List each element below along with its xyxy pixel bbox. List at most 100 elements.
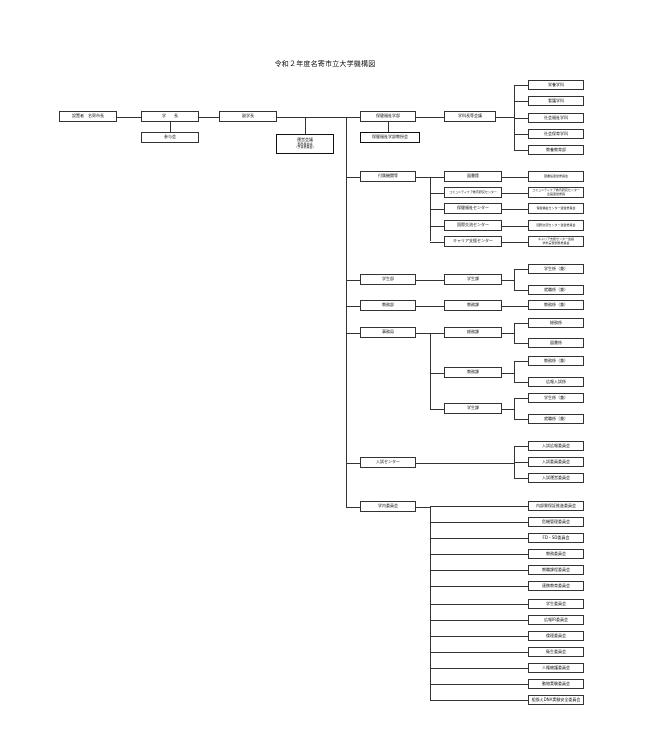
connector-line-18 bbox=[430, 176, 444, 178]
org-node-shakaifukushi: 社会福祉学科 bbox=[528, 113, 584, 123]
org-node-tosho_kakari: 図書係 bbox=[528, 338, 584, 348]
connector-line-56 bbox=[416, 462, 514, 464]
org-node-jimukyoku: 事務局 bbox=[360, 327, 416, 338]
org-node-somuka: 総務課 bbox=[444, 327, 502, 338]
connector-line-4 bbox=[305, 116, 306, 134]
org-node-community: コミュニティケア教育研究センター bbox=[444, 187, 502, 198]
connector-line-62 bbox=[416, 506, 430, 508]
connector-line-53 bbox=[514, 398, 528, 399]
connector-line-59 bbox=[514, 462, 528, 463]
connector-line-38 bbox=[416, 332, 430, 334]
org-node-c5: 教職課程委員会 bbox=[528, 565, 584, 575]
chart-title: 令和２年度名寄市立大学機構図 bbox=[274, 60, 376, 68]
org-node-kyomu_kakari: 教務係（兼） bbox=[528, 300, 584, 310]
connector-line-25 bbox=[502, 225, 528, 227]
connector-line-63 bbox=[430, 506, 431, 700]
connector-line-36 bbox=[502, 305, 528, 307]
org-node-c3: FD・SD委員会 bbox=[528, 533, 584, 543]
org-node-kango: 看護学科 bbox=[528, 96, 584, 106]
org-node-kokusai: 国際交流センター bbox=[444, 220, 502, 231]
org-node-kyoyo: 教養教育部 bbox=[528, 145, 584, 155]
org-node-uneikaigi: 運営会議部局長会議 （予算委員会） bbox=[276, 134, 334, 154]
connector-line-37 bbox=[346, 332, 360, 334]
org-node-c9: 倫理委員会 bbox=[528, 631, 584, 641]
org-node-community_iinkai: コミュニティケア教育研究センター企画運営委員 bbox=[528, 187, 584, 198]
org-node-fukugakucho: 副学長 bbox=[219, 111, 277, 122]
connector-line-71 bbox=[430, 620, 528, 621]
org-node-c12: 動物実験委員会 bbox=[528, 679, 584, 689]
org-node-shushoku2: 就職係（兼） bbox=[528, 414, 584, 424]
connector-line-35 bbox=[416, 305, 444, 307]
connector-line-2 bbox=[170, 122, 171, 132]
connector-line-20 bbox=[430, 192, 444, 194]
org-node-c6: 連携教育委員会 bbox=[528, 581, 584, 591]
org-node-kyomuka: 教務課 bbox=[444, 300, 502, 311]
connector-line-21 bbox=[502, 192, 528, 194]
connector-line-74 bbox=[430, 668, 528, 669]
org-node-fuzoku: 付属機関等 bbox=[360, 171, 416, 182]
org-node-nyushi2: 入試委員委員会 bbox=[528, 457, 584, 467]
connector-line-27 bbox=[502, 241, 528, 243]
connector-line-14 bbox=[514, 150, 528, 151]
connector-line-50 bbox=[514, 382, 528, 383]
org-node-setsuritsusha: 設置者 名寄市長 bbox=[59, 111, 117, 122]
connector-line-40 bbox=[430, 332, 444, 334]
connector-line-75 bbox=[430, 684, 528, 685]
connector-line-51 bbox=[514, 398, 515, 419]
org-node-gakuseika: 学生課 bbox=[444, 274, 502, 285]
connector-line-11 bbox=[514, 101, 528, 102]
connector-line-13 bbox=[514, 134, 528, 135]
connector-line-48 bbox=[502, 372, 514, 374]
connector-line-33 bbox=[514, 290, 528, 291]
connector-line-7 bbox=[388, 122, 389, 132]
connector-line-42 bbox=[430, 408, 444, 410]
org-node-somu_kakari: 総務係 bbox=[528, 318, 584, 328]
connector-line-8 bbox=[514, 85, 515, 150]
org-node-career: キャリア支援センター bbox=[444, 236, 502, 247]
connector-line-60 bbox=[514, 478, 528, 479]
org-node-c1: 内部質保証推進委員会 bbox=[528, 501, 584, 511]
connector-line-43 bbox=[514, 323, 515, 343]
org-node-c8: 広報IR委員会 bbox=[528, 615, 584, 625]
connector-line-44 bbox=[502, 332, 514, 334]
org-node-toshokan_iinkai: 図書館運営委員会 bbox=[528, 171, 584, 182]
org-node-kokusai_iinkai: 国際交流センター運営委員会 bbox=[528, 220, 584, 231]
connector-line-1 bbox=[199, 116, 219, 118]
org-node-career_iinkai: キャリア支援センター会議学外実習調整委員会 bbox=[528, 236, 584, 247]
org-node-shushoku1: 就職係（兼） bbox=[528, 285, 584, 295]
connector-line-76 bbox=[430, 700, 528, 701]
org-node-uneikaigi-sub: 部局長会議 （予算委員会） bbox=[294, 141, 316, 150]
connector-line-34 bbox=[346, 305, 360, 307]
org-node-c10: 衛生委員会 bbox=[528, 647, 584, 657]
org-node-nyushi3: 入試運営委員会 bbox=[528, 473, 584, 483]
connector-line-12 bbox=[514, 118, 528, 119]
org-node-kodomo: 社会保育学科 bbox=[528, 129, 584, 139]
connector-line-31 bbox=[502, 279, 514, 281]
org-node-kyomuka2: 教務課 bbox=[444, 367, 502, 378]
connector-line-70 bbox=[430, 604, 528, 605]
connector-line-6 bbox=[416, 116, 444, 118]
connector-line-41 bbox=[430, 372, 444, 374]
org-node-gakkacho: 学科長等会議 bbox=[444, 111, 496, 122]
org-node-toshokan: 図書館 bbox=[444, 171, 502, 182]
connector-line-5 bbox=[346, 116, 347, 507]
connector-line-39 bbox=[430, 332, 431, 409]
org-node-hokencenter_iinkai: 保健福祉センター運営委員会 bbox=[528, 203, 584, 214]
connector-line-69 bbox=[430, 586, 528, 587]
org-node-kyomubu: 教務部 bbox=[360, 300, 416, 311]
connector-line-30 bbox=[514, 269, 515, 290]
connector-line-28 bbox=[346, 279, 360, 281]
connector-line-49 bbox=[514, 361, 528, 362]
org-node-gakusei_kakari2: 学生係（兼） bbox=[528, 393, 584, 403]
connector-line-22 bbox=[430, 208, 444, 210]
org-node-gakuseibu: 学生部 bbox=[360, 274, 416, 285]
connector-line-9 bbox=[496, 116, 514, 118]
connector-line-3 bbox=[277, 116, 360, 118]
connector-line-10 bbox=[514, 85, 528, 86]
connector-line-67 bbox=[430, 554, 528, 555]
connector-line-66 bbox=[430, 538, 528, 539]
org-node-c4: 教務委員会 bbox=[528, 549, 584, 559]
connector-line-58 bbox=[514, 446, 528, 447]
org-node-c13: 組換えDNA実験安全委員会 bbox=[528, 695, 584, 705]
connector-line-0 bbox=[117, 116, 141, 118]
